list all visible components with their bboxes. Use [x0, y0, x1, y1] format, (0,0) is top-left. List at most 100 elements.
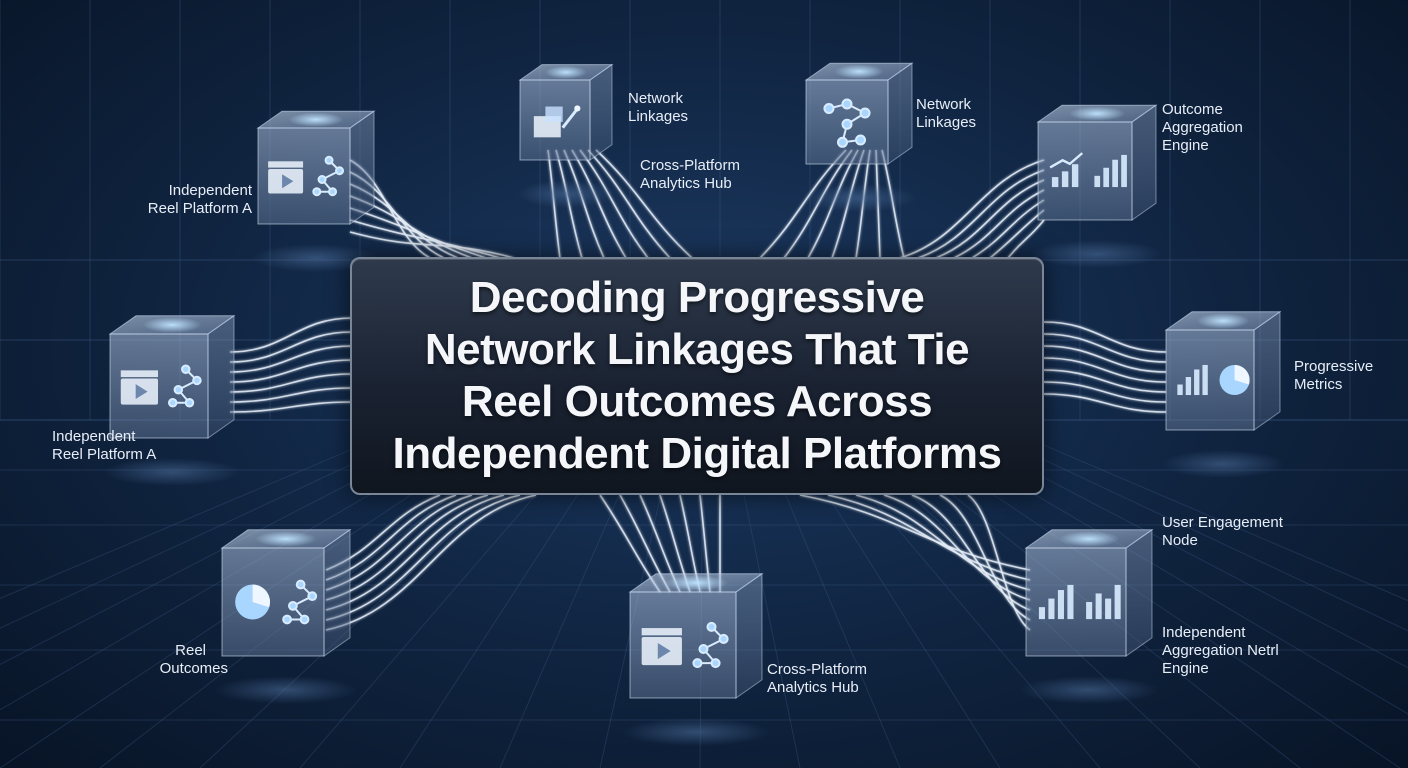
cube-floor-glow [621, 718, 771, 746]
net-icon [692, 621, 729, 669]
title-line: Network Linkages That Tie [424, 325, 970, 374]
pie-icon [1219, 364, 1250, 396]
cube-floor-glow [214, 676, 358, 704]
link-platform-a-mid [229, 345, 353, 373]
bars-icon [1094, 154, 1127, 188]
link-platform-a-mid [229, 317, 353, 353]
node-label-analytics-hub-top: Cross-Platform Analytics Hub [640, 157, 780, 193]
link-platform-a-mid [229, 331, 353, 363]
link-progressive-metrics [1043, 393, 1167, 413]
cube-top-glow [834, 64, 884, 79]
diagram-title: Decoding Progressive Network Linkages Th… [393, 272, 1002, 480]
cube-side-face [1125, 528, 1153, 657]
link-reel-outcomes [325, 494, 521, 621]
link-outcome-aggregation [899, 159, 1045, 259]
bars-icon [1038, 584, 1074, 620]
bars-icon [1177, 364, 1208, 396]
link-user-engagement [855, 494, 1031, 591]
label-line: Independent [52, 428, 136, 445]
net-icon [282, 579, 318, 625]
link-progressive-metrics [1043, 333, 1167, 363]
cube-side-face [589, 63, 613, 161]
label-line: Node [1162, 532, 1198, 549]
label-line: Linkages [628, 108, 689, 125]
title-line: Decoding Progressive [469, 273, 925, 322]
link-user-engagement [911, 494, 1031, 611]
link-platform-a-mid [229, 359, 353, 383]
link-reel-outcomes [325, 494, 505, 611]
link-progressive-metrics [1043, 357, 1167, 383]
node-label-platform-a-top: Independent Reel Platform A [120, 182, 252, 218]
label-line: Analytics Hub [640, 175, 732, 192]
cube-top-glow [288, 112, 344, 127]
cube-network-linkages-right [801, 62, 917, 212]
cube-top-glow [545, 65, 587, 79]
trend-icon [1049, 152, 1084, 188]
label-line: Independent [168, 182, 252, 199]
cube-progressive-metrics [1161, 310, 1285, 478]
tree-icon [823, 98, 871, 148]
cube-top-glow [1068, 106, 1126, 121]
label-line: Network [916, 96, 972, 113]
cube-top-glow [1059, 531, 1119, 547]
link-outcome-aggregation [971, 199, 1045, 259]
node-label-progressive-metrics: Progressive Metrics [1294, 358, 1404, 394]
title-line: Independent Digital Platforms [392, 429, 1002, 478]
node-label-network-linkages-right: Network Linkages [916, 96, 1026, 132]
node-label-user-engagement: User Engagement Node [1162, 514, 1312, 550]
label-line: Reel Platform A [52, 446, 157, 463]
label-line: User Engagement [1162, 514, 1283, 531]
label-line: Outcome [1162, 101, 1223, 118]
link-network-linkages-left [595, 149, 693, 259]
label-line: Linkages [916, 114, 977, 131]
clapper-icon [268, 161, 304, 194]
node-label-reel-outcomes: Reel Outcomes [120, 642, 228, 678]
cube-floor-glow [517, 180, 615, 208]
link-outcome-aggregation [917, 169, 1045, 259]
bars2-icon [1086, 584, 1121, 620]
link-user-engagement [799, 494, 1031, 571]
node-label-aggregation-netrl: Independent Aggregation Netrl Engine [1162, 624, 1322, 678]
node-label-analytics-hub-bottom: Cross-Platform Analytics Hub [767, 661, 907, 697]
link-platform-a-top [349, 219, 501, 259]
cube-network-linkages-left [517, 63, 615, 208]
link-platform-a-mid [229, 401, 353, 413]
link-platform-a-mid [229, 387, 353, 403]
cube-side-face [1131, 104, 1157, 221]
link-platform-a-top [349, 231, 515, 259]
cube-side-face [735, 572, 763, 699]
label-line: Engine [1162, 137, 1209, 154]
label-line: Reel [175, 642, 206, 659]
link-progressive-metrics [1043, 321, 1167, 353]
label-line: Cross-Platform [767, 661, 868, 678]
cube-user-engagement [1019, 528, 1159, 704]
folder-icon [533, 105, 581, 138]
label-line: Aggregation [1162, 119, 1243, 136]
cube-floor-glow [251, 244, 381, 272]
label-line: Aggregation Netrl [1162, 642, 1279, 659]
cube-outcome-aggregation [1031, 104, 1163, 268]
cube-floor-glow [1019, 676, 1159, 704]
link-outcome-aggregation [953, 189, 1045, 259]
cube-top-glow [1196, 313, 1250, 329]
label-line: Cross-Platform [640, 157, 741, 174]
clapper-icon [641, 628, 682, 666]
link-progressive-metrics [1043, 381, 1167, 403]
label-line: Independent [1162, 624, 1246, 641]
cube-side-face [1253, 310, 1281, 431]
cube-top-glow [664, 575, 728, 591]
pie-icon [235, 584, 271, 620]
title-panel: Decoding Progressive Network Linkages Th… [350, 257, 1044, 495]
link-user-engagement [883, 494, 1031, 601]
link-progressive-metrics [1043, 369, 1167, 393]
cube-platform-a-mid [103, 314, 241, 486]
link-user-engagement [967, 494, 1031, 631]
label-line: Metrics [1294, 376, 1343, 393]
link-user-engagement [827, 494, 1031, 581]
cube-side-face [349, 110, 375, 225]
label-line: Network [628, 90, 684, 107]
cube-top-glow [142, 317, 202, 333]
cube-front-face [221, 547, 325, 657]
link-user-engagement [939, 494, 1031, 621]
link-outcome-aggregation [935, 179, 1045, 259]
